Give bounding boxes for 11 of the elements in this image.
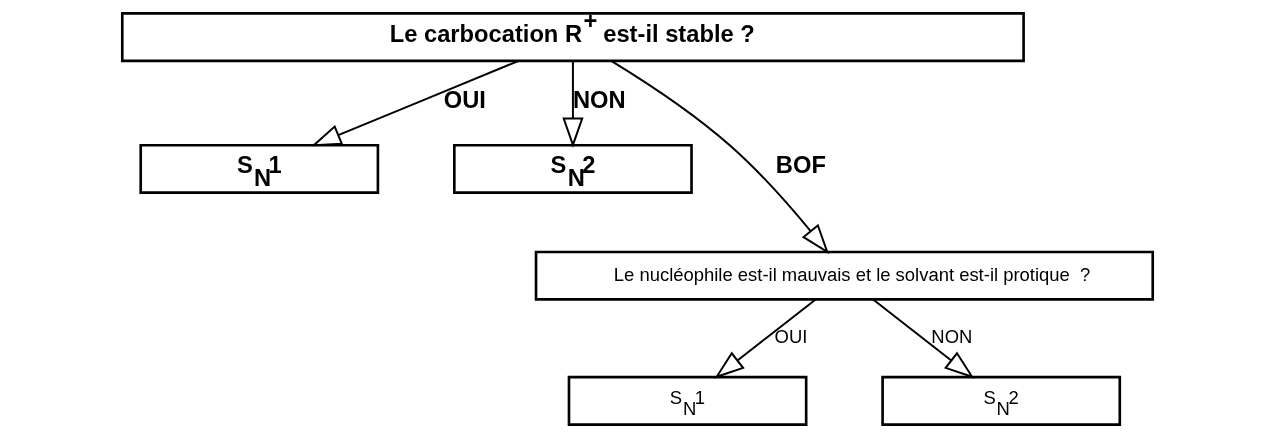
arrow	[713, 298, 817, 379]
node-box: Le nucléophile est-il mauvais et le solvant est-il protique ?	[534, 250, 1154, 301]
arrow	[310, 60, 519, 147]
arrow	[871, 298, 974, 379]
edge-label: OUI	[443, 86, 486, 113]
arrow	[610, 60, 829, 255]
edge-label: BOF	[775, 152, 826, 179]
arrow	[561, 60, 584, 148]
edge-label: NON	[572, 86, 626, 113]
edge-label: NON	[930, 326, 972, 348]
edge-label: OUI	[774, 326, 807, 348]
